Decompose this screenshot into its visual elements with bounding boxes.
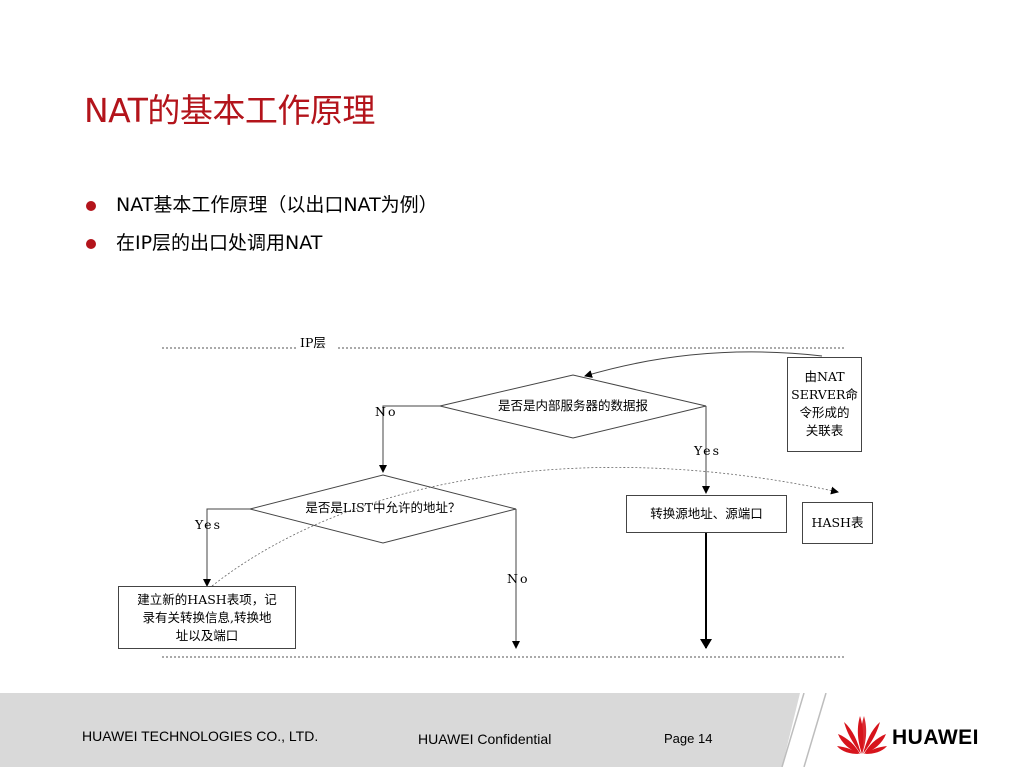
new-hash-entry-line: 建立新的HASH表项，记 (137, 592, 277, 607)
footer-page-number: Page 14 (664, 731, 713, 746)
nat-server-box-line: SERVER命 (791, 387, 858, 402)
huawei-logo: HUAWEI (836, 712, 996, 756)
arrow-decision1-no (379, 405, 440, 473)
arrow-decision2-yes (203, 508, 250, 587)
nat-server-association-box: 由NAT SERVER命 令形成的 关联表 (787, 357, 862, 452)
bullet-dot-icon (86, 201, 96, 211)
bullet-list: NAT基本工作原理（以出口NAT为例） 在IP层的出口处调用NAT (86, 192, 438, 268)
nat-server-box-line: 由NAT (804, 369, 845, 384)
ip-layer-label: IP层 (300, 335, 326, 350)
decision1-yes-label: Yes (693, 443, 721, 458)
bullet-item: NAT基本工作原理（以出口NAT为例） (86, 192, 438, 230)
huawei-flower-icon (837, 716, 887, 754)
hash-table-box: HASH表 (802, 502, 873, 544)
nat-server-box-line: 令形成的 (799, 405, 850, 420)
translate-address-box: 转换源地址、源端口 (626, 495, 787, 533)
decision-list-allowed-label: 是否是LIST中允许的地址？ (305, 500, 460, 515)
translate-address-label: 转换源地址、源端口 (650, 506, 763, 521)
decision1-no-label: No (375, 404, 397, 419)
decision2-no-label: No (507, 571, 529, 586)
bullet-text: 在IP层的出口处调用NAT (116, 232, 323, 254)
hash-table-label: HASH表 (811, 515, 864, 530)
footer-confidential: HUAWEI Confidential (418, 731, 552, 747)
dashed-link-to-hash (211, 467, 839, 587)
new-hash-entry-line: 录有关转换信息,转换地 (142, 610, 272, 625)
nat-flowchart: IP层 是否是内部服务器的数据报 No Yes 是否是LIST中允许的地址？ Y… (162, 335, 846, 658)
bullet-item: 在IP层的出口处调用NAT (86, 230, 438, 268)
bullet-dot-icon (86, 239, 96, 249)
huawei-wordmark: HUAWEI (892, 726, 979, 749)
footer-company: HUAWEI TECHNOLOGIES CO., LTD. (82, 728, 319, 744)
bullet-text: NAT基本工作原理（以出口NAT为例） (116, 194, 438, 216)
decision-internal-server-label: 是否是内部服务器的数据报 (498, 398, 649, 413)
slide-title: NAT的基本工作原理 (84, 91, 375, 130)
nat-server-box-line: 关联表 (805, 423, 844, 438)
decision2-yes-label: Yes (194, 517, 222, 532)
new-hash-entry-line: 址以及端口 (175, 628, 239, 643)
new-hash-entry-box: 建立新的HASH表项，记 录有关转换信息,转换地 址以及端口 (118, 586, 296, 649)
arrow-nat-server-to-decision (584, 351, 823, 378)
